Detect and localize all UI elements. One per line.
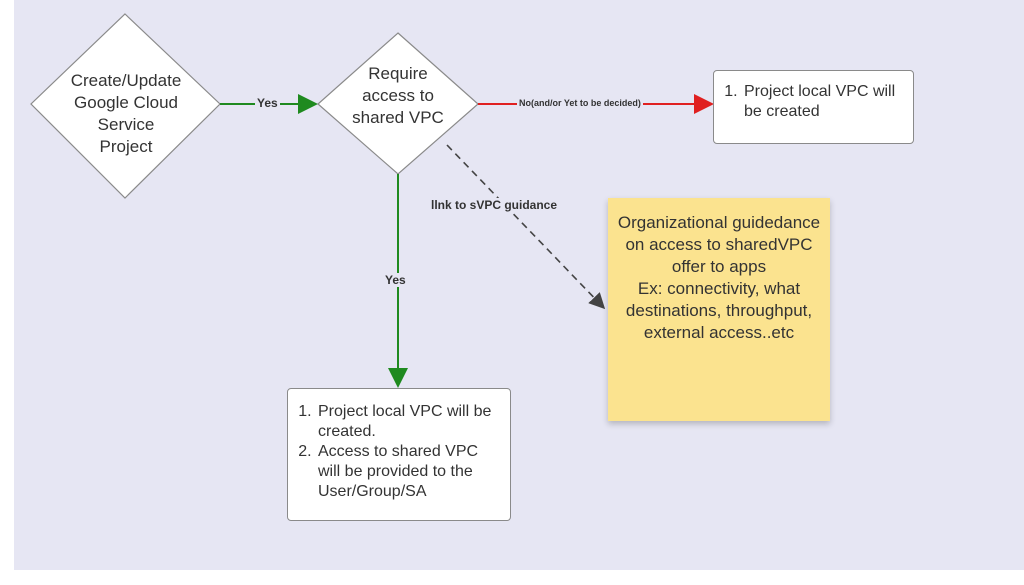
note-paragraph-1: Organizational guidedance on access to s… [617, 213, 821, 276]
decision-create-label: Create/Update Google Cloud Service Proje… [56, 70, 196, 158]
edge-label-yes-right: Yes [255, 96, 280, 110]
edge-label-yes-down: Yes [383, 273, 408, 287]
decision-create-line-2: Google Cloud [74, 93, 178, 112]
result-shared-item-1: Project local VPC will be created. [316, 402, 502, 442]
result-shared-item-2: Access to shared VPC will be provided to… [316, 442, 502, 502]
decision-create-line-4: Project [99, 137, 153, 156]
edge-guidance-link [446, 144, 606, 310]
edge-label-guidance-link: llnk to sVPC guidance [429, 198, 560, 212]
decision-shared-label: Require access to shared VPC [340, 63, 456, 129]
note-paragraph-2: Ex: connectivity, what destinations, thr… [625, 279, 813, 342]
decision-create-line-1: Create/Update [70, 71, 182, 90]
guidance-sticky-note: Organizational guidedance on access to s… [608, 198, 830, 421]
decision-shared-line-2: access to [362, 86, 434, 105]
decision-shared-line-3: shared VPC [352, 108, 444, 127]
decision-diamond-create [30, 13, 221, 199]
result-local-item-1: Project local VPC will be created [742, 82, 903, 122]
edge-label-no: No(and/or Yet to be decided) [517, 98, 643, 108]
result-box-shared-vpc: Project local VPC will be created. Acces… [287, 388, 511, 521]
result-box-local-vpc: Project local VPC will be created [713, 70, 914, 144]
decision-create-line-3: Service [97, 115, 155, 134]
decision-shared-line-1: Require [368, 64, 428, 83]
